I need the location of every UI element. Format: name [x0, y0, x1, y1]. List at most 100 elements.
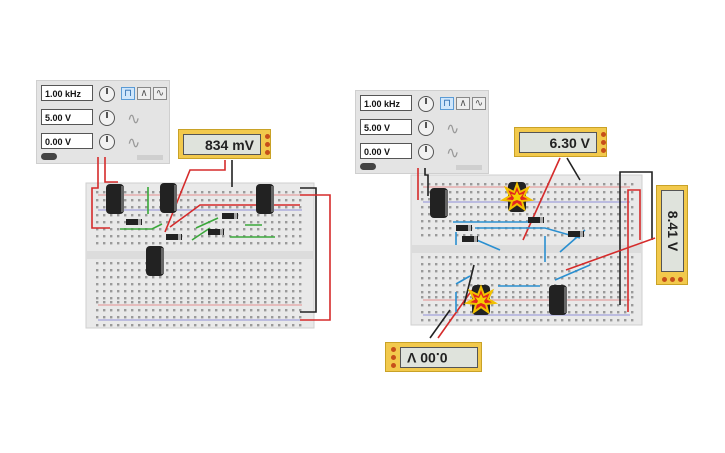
breadboard-hole[interactable]: [159, 309, 162, 312]
breadboard-hole[interactable]: [589, 234, 592, 237]
breadboard-hole[interactable]: [589, 291, 592, 294]
breadboard-hole[interactable]: [222, 242, 225, 245]
breadboard-hole[interactable]: [250, 276, 253, 279]
breadboard-hole[interactable]: [285, 191, 288, 194]
breadboard-hole[interactable]: [229, 301, 232, 304]
breadboard-hole[interactable]: [229, 199, 232, 202]
breadboard-hole[interactable]: [264, 228, 267, 231]
breadboard-hole[interactable]: [526, 213, 529, 216]
breadboard-hole[interactable]: [215, 206, 218, 209]
breadboard-hole[interactable]: [512, 296, 515, 299]
breadboard-hole[interactable]: [215, 316, 218, 319]
breadboard-hole[interactable]: [110, 235, 113, 238]
breadboard-hole[interactable]: [477, 263, 480, 266]
breadboard-hole[interactable]: [131, 191, 134, 194]
breadboard-hole[interactable]: [96, 269, 99, 272]
breadboard-hole[interactable]: [589, 256, 592, 259]
breadboard-hole[interactable]: [421, 198, 424, 201]
breadboard-hole[interactable]: [166, 316, 169, 319]
breadboard-hole[interactable]: [526, 270, 529, 273]
breadboard-hole[interactable]: [631, 234, 634, 237]
breadboard-hole[interactable]: [194, 290, 197, 293]
breadboard-hole[interactable]: [582, 256, 585, 259]
breadboard-hole[interactable]: [194, 316, 197, 319]
breadboard-hole[interactable]: [229, 297, 232, 300]
breadboard-hole[interactable]: [138, 324, 141, 327]
breadboard-hole[interactable]: [152, 283, 155, 286]
wire-black[interactable]: [424, 168, 429, 196]
breadboard-hole[interactable]: [285, 269, 288, 272]
breadboard-hole[interactable]: [456, 198, 459, 201]
breadboard-hole[interactable]: [456, 183, 459, 186]
breadboard-hole[interactable]: [236, 283, 239, 286]
breadboard-hole[interactable]: [194, 262, 197, 265]
breadboard-hole[interactable]: [278, 228, 281, 231]
breadboard-hole[interactable]: [554, 183, 557, 186]
breadboard-hole[interactable]: [540, 234, 543, 237]
breadboard-hole[interactable]: [547, 234, 550, 237]
breadboard-hole[interactable]: [208, 191, 211, 194]
meter-jack-com[interactable]: [662, 277, 667, 282]
breadboard-hole[interactable]: [470, 270, 473, 273]
capacitor-icon[interactable]: [430, 188, 448, 218]
breadboard-hole[interactable]: [491, 304, 494, 307]
breadboard-hole[interactable]: [292, 316, 295, 319]
breadboard-hole[interactable]: [201, 297, 204, 300]
meter-jack-com[interactable]: [391, 347, 396, 352]
breadboard-hole[interactable]: [236, 191, 239, 194]
meter-jack-com[interactable]: [265, 134, 270, 139]
breadboard-hole[interactable]: [568, 220, 571, 223]
breadboard-hole[interactable]: [519, 296, 522, 299]
breadboard-hole[interactable]: [138, 235, 141, 238]
breadboard-hole[interactable]: [187, 214, 190, 217]
breadboard-hole[interactable]: [631, 291, 634, 294]
breadboard-hole[interactable]: [470, 234, 473, 237]
breadboard-hole[interactable]: [428, 284, 431, 287]
breadboard-hole[interactable]: [117, 214, 120, 217]
breadboard-hole[interactable]: [187, 262, 190, 265]
breadboard-hole[interactable]: [575, 319, 578, 322]
breadboard-hole[interactable]: [463, 277, 466, 280]
meter-jack-a[interactable]: [601, 148, 606, 153]
breadboard-hole[interactable]: [96, 199, 99, 202]
breadboard-hole[interactable]: [575, 213, 578, 216]
breadboard-hole[interactable]: [589, 213, 592, 216]
breadboard-hole[interactable]: [257, 309, 260, 312]
breadboard-hole[interactable]: [187, 283, 190, 286]
breadboard-hole[interactable]: [138, 276, 141, 279]
breadboard-hole[interactable]: [110, 309, 113, 312]
breadboard-hole[interactable]: [491, 296, 494, 299]
breadboard-hole[interactable]: [470, 284, 473, 287]
breadboard-hole[interactable]: [159, 290, 162, 293]
breadboard-hole[interactable]: [201, 242, 204, 245]
breadboard-hole[interactable]: [421, 213, 424, 216]
breadboard-hole[interactable]: [110, 316, 113, 319]
breadboard-hole[interactable]: [222, 206, 225, 209]
breadboard-hole[interactable]: [257, 283, 260, 286]
breadboard-hole[interactable]: [285, 316, 288, 319]
breadboard-hole[interactable]: [624, 319, 627, 322]
breadboard-hole[interactable]: [547, 206, 550, 209]
breadboard-hole[interactable]: [540, 191, 543, 194]
breadboard-hole[interactable]: [463, 291, 466, 294]
breadboard-hole[interactable]: [463, 206, 466, 209]
breadboard-hole[interactable]: [103, 228, 106, 231]
breadboard-hole[interactable]: [547, 213, 550, 216]
breadboard-hole[interactable]: [299, 290, 302, 293]
breadboard-hole[interactable]: [103, 324, 106, 327]
breadboard-hole[interactable]: [554, 227, 557, 230]
breadboard-hole[interactable]: [491, 263, 494, 266]
breadboard-hole[interactable]: [124, 283, 127, 286]
breadboard-hole[interactable]: [617, 296, 620, 299]
breadboard-hole[interactable]: [243, 242, 246, 245]
breadboard-hole[interactable]: [519, 256, 522, 259]
breadboard-hole[interactable]: [449, 227, 452, 230]
breadboard-hole[interactable]: [484, 198, 487, 201]
breadboard-hole[interactable]: [131, 324, 134, 327]
breadboard-hole[interactable]: [519, 304, 522, 307]
breadboard-hole[interactable]: [215, 214, 218, 217]
breadboard-hole[interactable]: [138, 199, 141, 202]
breadboard-hole[interactable]: [229, 324, 232, 327]
breadboard-hole[interactable]: [152, 221, 155, 224]
breadboard-hole[interactable]: [299, 269, 302, 272]
